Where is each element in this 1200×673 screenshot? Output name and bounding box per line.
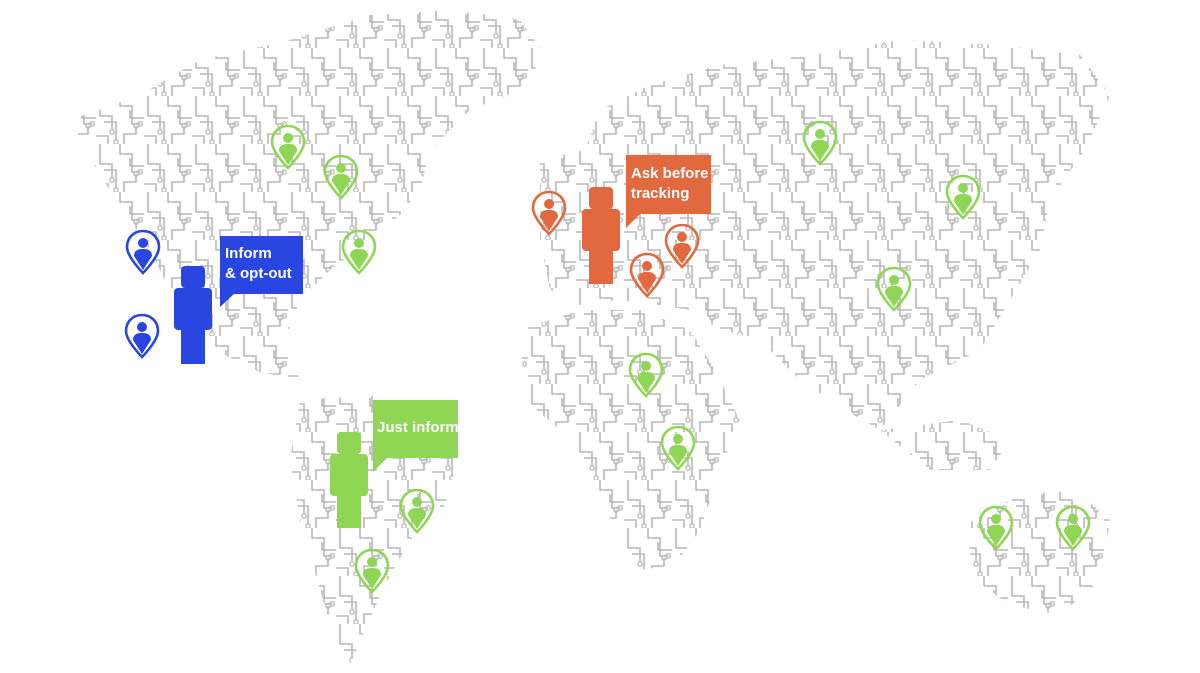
region-north-america: Inform & opt-out <box>174 236 303 364</box>
bubble-label-line-1: Just inform <box>377 419 459 436</box>
speech-bubble-inform-opt-out: Inform & opt-out <box>220 236 303 307</box>
bubble-label-line-2: & opt-out <box>225 265 292 282</box>
bubble-label-line-1: Ask before <box>631 165 709 182</box>
map-pin-icon <box>124 313 160 359</box>
speech-bubble-ask-before-tracking: Ask before tracking <box>626 155 711 228</box>
person-icon <box>330 432 368 528</box>
person-icon <box>582 187 620 284</box>
region-south-america: Just inform <box>330 400 459 528</box>
person-icon <box>174 266 212 364</box>
region-europe: Ask before tracking <box>582 155 711 284</box>
bubble-label-line-2: tracking <box>631 185 689 202</box>
speech-bubble-just-inform: Just inform <box>373 400 459 472</box>
bubble-label-line-1: Inform <box>225 245 272 262</box>
